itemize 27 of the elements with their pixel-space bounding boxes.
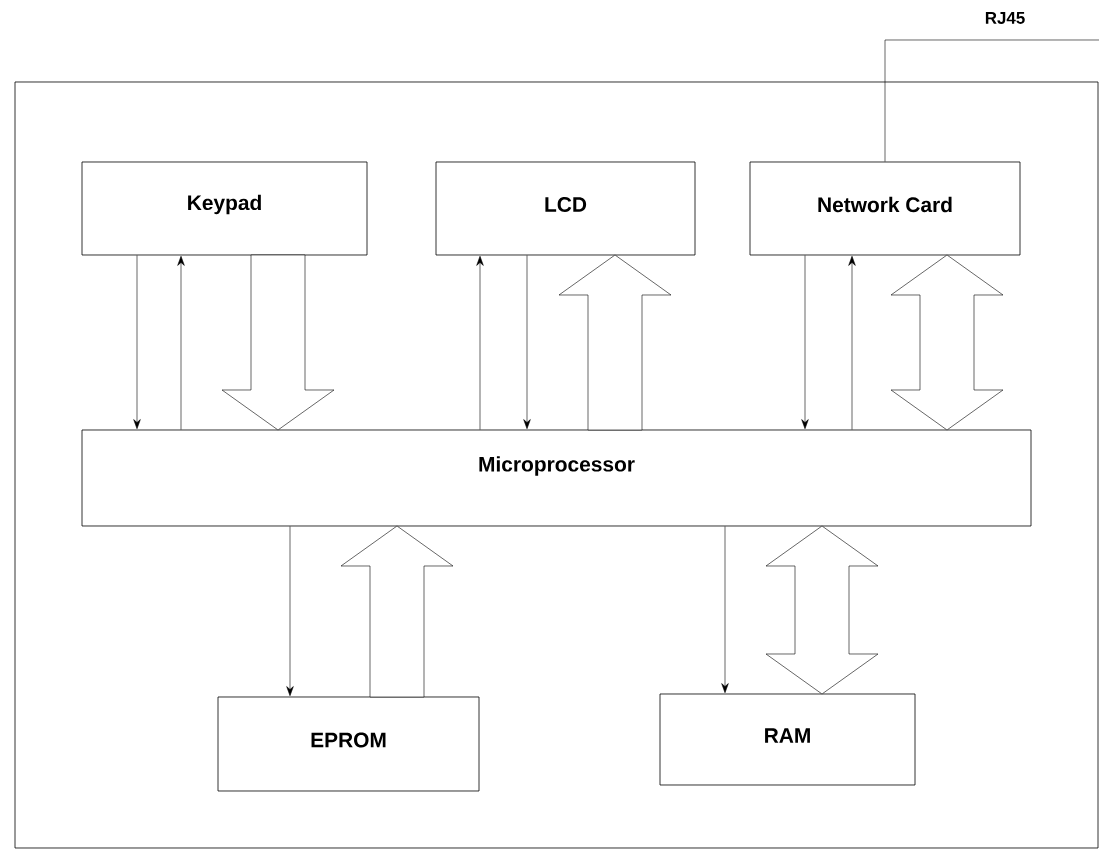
arrow xyxy=(133,255,141,430)
block-arrow xyxy=(221,254,335,431)
arrow xyxy=(801,255,809,430)
edge-label: RJ45 xyxy=(985,12,1025,24)
arrow xyxy=(476,255,484,430)
component-box xyxy=(749,161,1021,256)
block-arrow xyxy=(765,525,879,695)
node-label: EPROM xyxy=(311,732,386,748)
processor-bar xyxy=(81,429,1032,527)
arrow xyxy=(848,255,856,430)
node-label: Keypad xyxy=(188,194,261,215)
arrow xyxy=(721,526,729,693)
component-box xyxy=(217,696,480,792)
arrow xyxy=(286,526,294,696)
block-arrow xyxy=(890,254,1004,431)
node-label: RAM xyxy=(765,728,810,743)
arrow xyxy=(177,255,185,430)
block-arrow xyxy=(340,525,454,698)
node-label: Microprocessor xyxy=(479,456,635,476)
component-box xyxy=(435,161,696,256)
block-arrow xyxy=(558,254,672,431)
component-box xyxy=(659,693,916,786)
cable-line xyxy=(884,39,1099,162)
component-box xyxy=(81,161,368,256)
arrow xyxy=(523,255,531,430)
node-label: LCD xyxy=(545,197,587,212)
node-label: Network Card xyxy=(818,196,952,213)
